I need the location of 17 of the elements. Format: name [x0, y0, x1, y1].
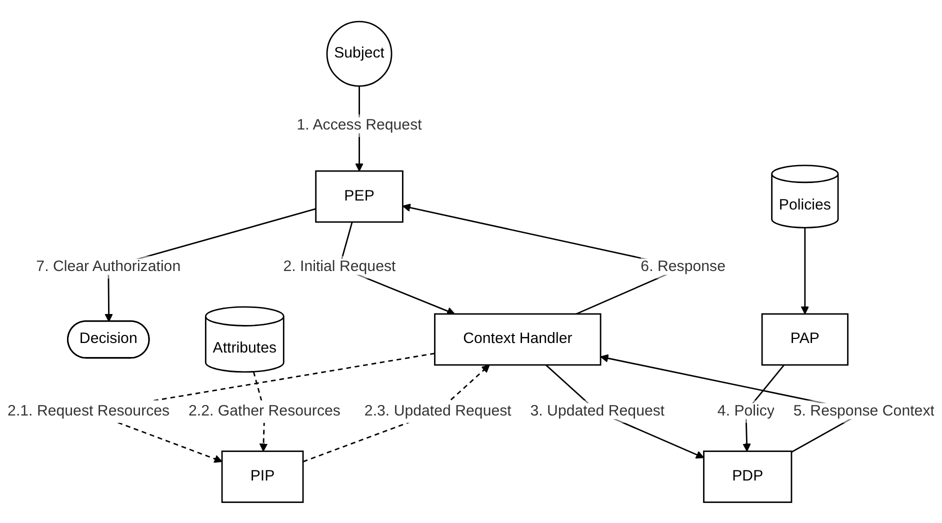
node-box: PAP [761, 312, 849, 366]
edge-label: 2.1. Request Resources [8, 402, 170, 419]
edge-label: 1. Access Request [296, 116, 422, 133]
node-box: Context Handler [434, 312, 602, 366]
edge-label: 2.3. Updated Request [364, 402, 512, 419]
edge-label: 4. Policy [717, 402, 774, 419]
edge-label: 5. Response Context [793, 402, 934, 419]
edge-label: 2.2. Gather Resources [188, 402, 340, 419]
node-box: PEP [315, 170, 404, 222]
edge-label: 6. Response [640, 258, 726, 274]
arrow [800, 227, 810, 314]
node-box: PIP [221, 450, 304, 503]
edge-label: 7. Clear Authorization [36, 258, 181, 274]
node-circle: Subject [326, 20, 392, 86]
edge-label: 2. Initial Request [283, 258, 396, 274]
edge-label: 3. Updated Request [530, 402, 665, 419]
node-box: PDP [703, 450, 792, 503]
